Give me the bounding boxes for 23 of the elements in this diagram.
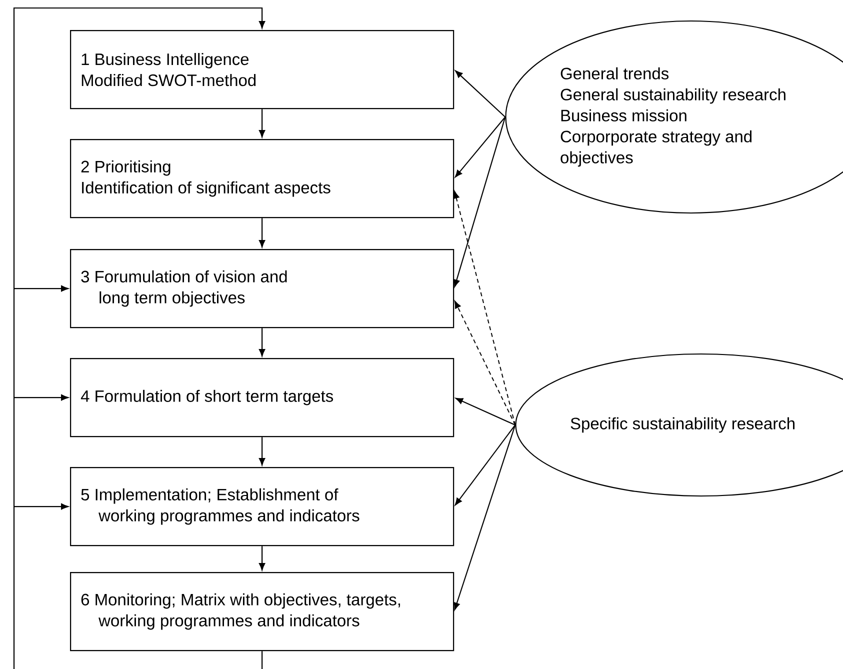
process-box: 4 Formulation of short term targets bbox=[70, 358, 454, 438]
feedback-arrow bbox=[14, 285, 68, 292]
arrow bbox=[454, 424, 516, 506]
process-box: 2 Prioritising Identification of significant aspects bbox=[70, 139, 454, 218]
feedback-arrow bbox=[14, 503, 68, 510]
feedback-arrow bbox=[14, 394, 68, 401]
dashed-arrow bbox=[454, 300, 516, 426]
arrow bbox=[454, 116, 506, 178]
arrow bbox=[454, 116, 506, 287]
arrow bbox=[258, 437, 266, 466]
arrow bbox=[258, 109, 266, 138]
arrow bbox=[258, 546, 266, 570]
dashed-arrow bbox=[453, 190, 516, 426]
arrow bbox=[456, 398, 516, 426]
arrow bbox=[258, 218, 266, 248]
arrow bbox=[258, 328, 266, 356]
arrow bbox=[454, 424, 516, 610]
process-box: 5 Implementation; Establishment of working programmes and indicators bbox=[70, 467, 454, 546]
process-box: 3 Forumulation of vision and long term objectives bbox=[70, 249, 454, 328]
process-box: 6 Monitoring; Matrix with objectives, targets, working programmes and indicators bbox=[70, 572, 454, 652]
arrow bbox=[455, 70, 506, 118]
feedback-arrow bbox=[13, 7, 266, 669]
process-box: 1 Business Intelligence Modified SWOT-method bbox=[70, 30, 454, 110]
